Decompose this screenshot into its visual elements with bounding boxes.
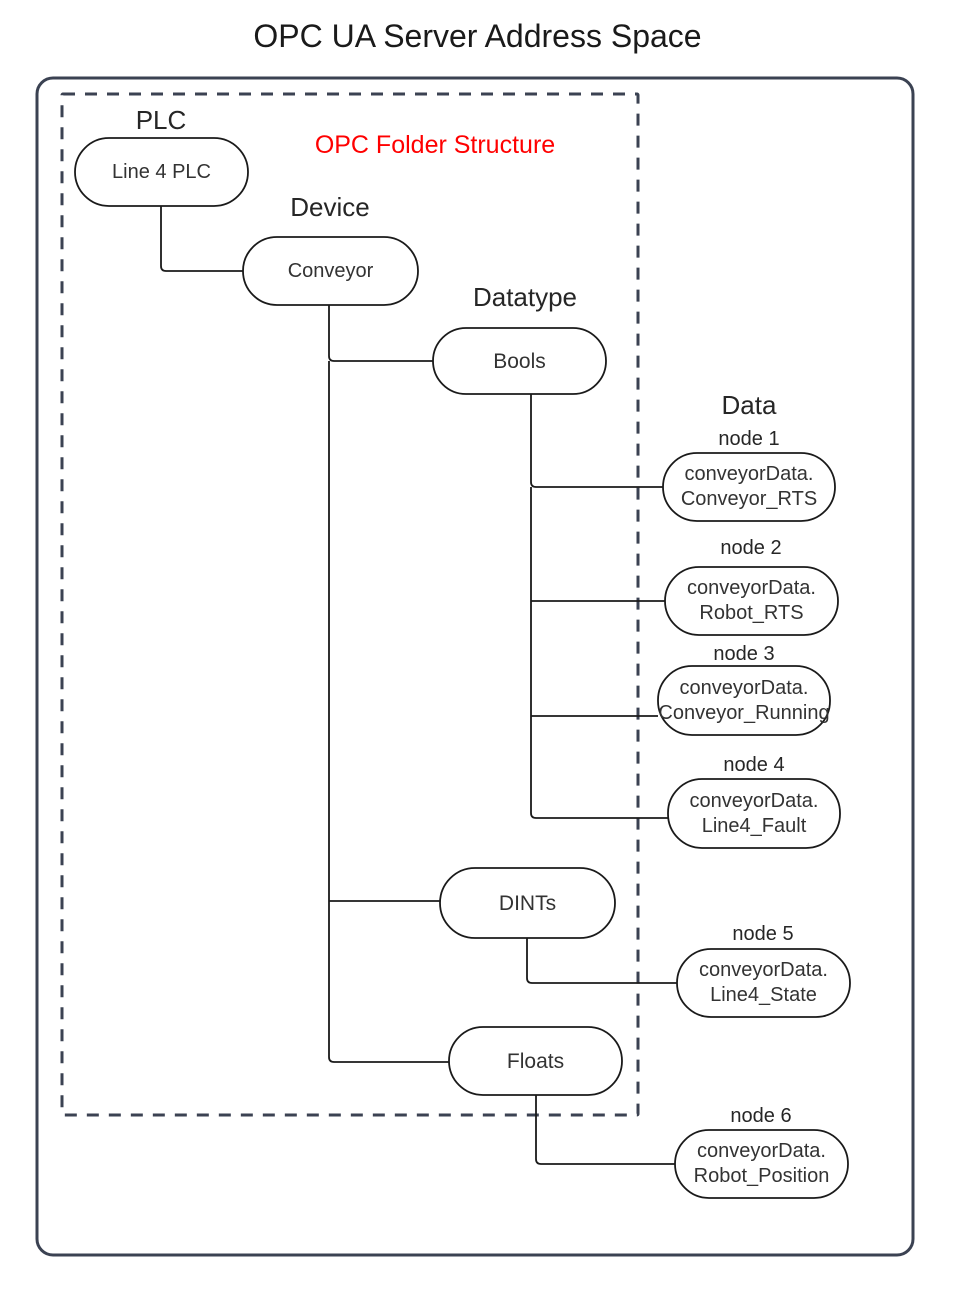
data-node-caption-4: node 4: [723, 754, 785, 776]
page-title: OPC UA Server Address Space: [253, 18, 702, 54]
node-conveyor[interactable]: [243, 237, 418, 305]
node-shape-data-4[interactable]: [667, 778, 841, 849]
node-data-3[interactable]: [658, 666, 830, 735]
edge-bools-trunk: [530, 487, 668, 819]
column-label-data: Data: [721, 390, 777, 420]
column-label-datatype: Datatype: [472, 282, 578, 312]
node-dints[interactable]: [440, 868, 615, 938]
edge-plc-to-conveyor: [160, 206, 243, 272]
node-shape-data-2[interactable]: [664, 566, 839, 636]
edge-dints-to-node5: [526, 938, 677, 984]
data-node-caption-3: node 3: [713, 643, 775, 665]
opc-folder-dashed-boundary: [60, 92, 640, 1117]
node-data-4[interactable]: [668, 779, 840, 848]
data-node-caption-1: node 1: [718, 428, 780, 450]
outer-frame: [35, 76, 915, 1257]
column-label-plc: PLC: [135, 105, 187, 135]
node-shape-bools[interactable]: [432, 327, 607, 395]
node-shape-data-6[interactable]: [674, 1129, 849, 1199]
node-shape-data-3[interactable]: [657, 665, 831, 736]
edge-conveyor-trunk: [328, 361, 449, 1063]
node-shape-conveyor[interactable]: [242, 236, 419, 306]
node-data-6[interactable]: [675, 1130, 848, 1198]
data-node-caption-2: node 2: [720, 537, 782, 559]
node-line4plc[interactable]: [75, 138, 248, 206]
node-shape-floats[interactable]: [448, 1026, 623, 1096]
node-shape-line4plc[interactable]: [74, 137, 249, 207]
edge-conveyor-to-bools: [328, 305, 433, 362]
column-label-device: Device: [290, 192, 370, 222]
data-node-caption-6: node 6: [730, 1105, 792, 1127]
edge-bools-to-node1: [530, 394, 663, 488]
edge-floats-to-node6: [535, 1095, 675, 1165]
node-bools[interactable]: [433, 328, 606, 394]
node-data-5[interactable]: [677, 949, 850, 1017]
node-shape-data-1[interactable]: [662, 452, 836, 522]
node-data-1[interactable]: [663, 453, 835, 521]
opc-folder-structure-label: OPC Folder Structure: [314, 131, 556, 159]
node-shape-data-5[interactable]: [676, 948, 851, 1018]
node-data-2[interactable]: [665, 567, 838, 635]
data-node-caption-5: node 5: [732, 923, 794, 945]
node-shape-dints[interactable]: [439, 867, 616, 939]
node-floats[interactable]: [449, 1027, 622, 1095]
